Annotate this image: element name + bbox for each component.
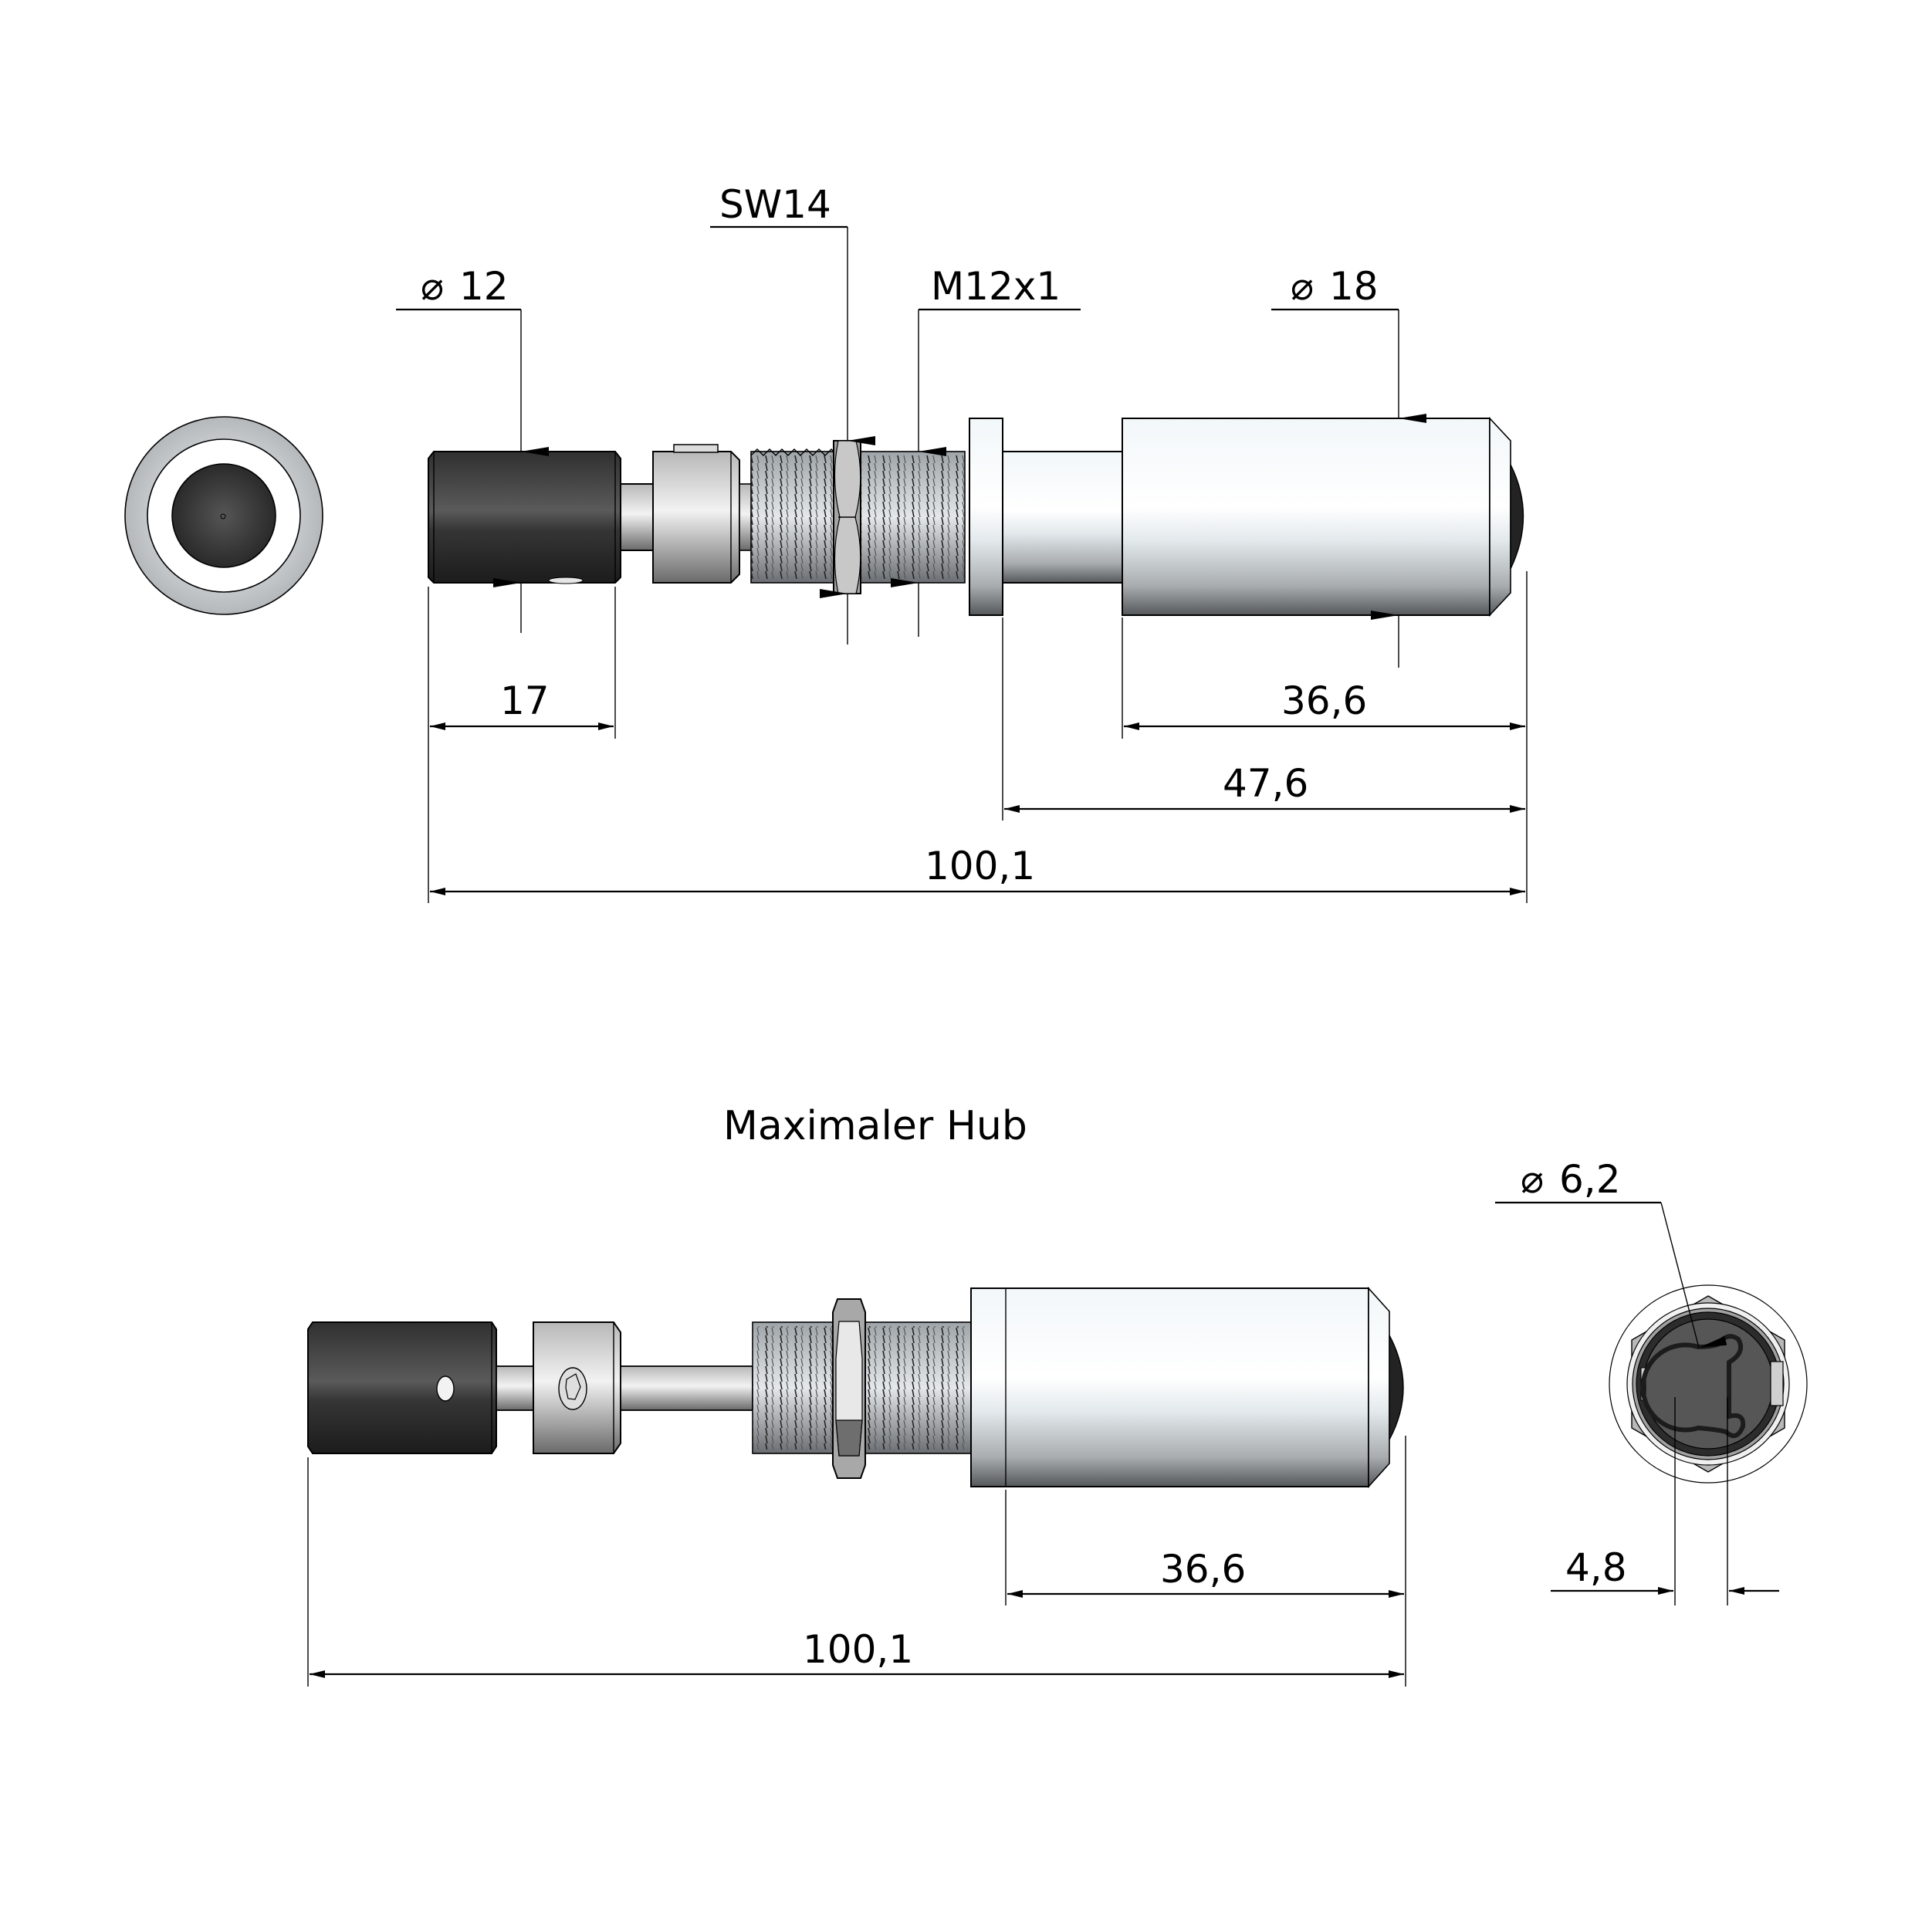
set-screw-head — [558, 1367, 587, 1410]
knob-cross-hole — [436, 1375, 455, 1402]
dia-knob-label: 12 — [459, 264, 509, 309]
ball-tip — [1510, 464, 1524, 570]
rod — [1002, 451, 1124, 584]
dim-knob-length: 17 — [500, 678, 550, 723]
dim-body-length-bottom: 36,6 — [1160, 1547, 1246, 1592]
shaft — [496, 1365, 534, 1411]
body-chamfer — [1489, 416, 1511, 617]
dia-body-label: 18 — [1329, 264, 1379, 309]
set-screw — [673, 444, 719, 453]
top-annotations: ⌀ 12 SW14 M12x1 ⌀ 18 17 36,6 47,6 — [396, 182, 1528, 903]
side-view-bottom — [307, 1286, 1404, 1489]
dim-slot-width: 4,8 — [1565, 1545, 1627, 1590]
body — [1122, 418, 1490, 616]
knob-hole — [548, 577, 584, 584]
knob — [307, 1321, 497, 1454]
dia-symbol: ⌀ — [421, 264, 444, 309]
view-title: Maximaler Hub — [723, 1103, 1027, 1149]
dia-symbol: ⌀ — [1291, 264, 1314, 309]
end-view-left — [124, 416, 323, 615]
ball-tip — [1389, 1335, 1404, 1440]
body-chamfer — [1368, 1286, 1390, 1489]
plunger-rod — [620, 1365, 753, 1411]
hex-socket-icon — [565, 1373, 581, 1400]
knob-face — [171, 463, 276, 568]
dim-overall-length-bottom: 100,1 — [803, 1627, 913, 1672]
wrench-size-label: SW14 — [719, 182, 831, 227]
collar — [652, 451, 740, 584]
flange — [969, 418, 1003, 616]
knob — [428, 451, 621, 584]
dia-symbol: ⌀ — [1521, 1157, 1544, 1202]
shaft — [620, 483, 654, 551]
dim-body-length: 36,6 — [1281, 678, 1367, 723]
dia-tip-label: 6,2 — [1559, 1157, 1621, 1202]
bottom-annotations: 36,6 100,1 — [307, 1436, 1406, 1687]
end-view-right — [1609, 1284, 1808, 1484]
end-view-annotations: ⌀ 6,2 4,8 — [1495, 1157, 1779, 1605]
dim-flange-to-end: 47,6 — [1223, 761, 1308, 806]
side-view-top — [428, 416, 1524, 617]
body — [970, 1287, 1369, 1487]
thread-label: M12x1 — [931, 264, 1061, 309]
outer-circle — [1609, 1284, 1808, 1484]
center-point — [220, 513, 226, 519]
dim-overall-length: 100,1 — [925, 844, 1035, 888]
